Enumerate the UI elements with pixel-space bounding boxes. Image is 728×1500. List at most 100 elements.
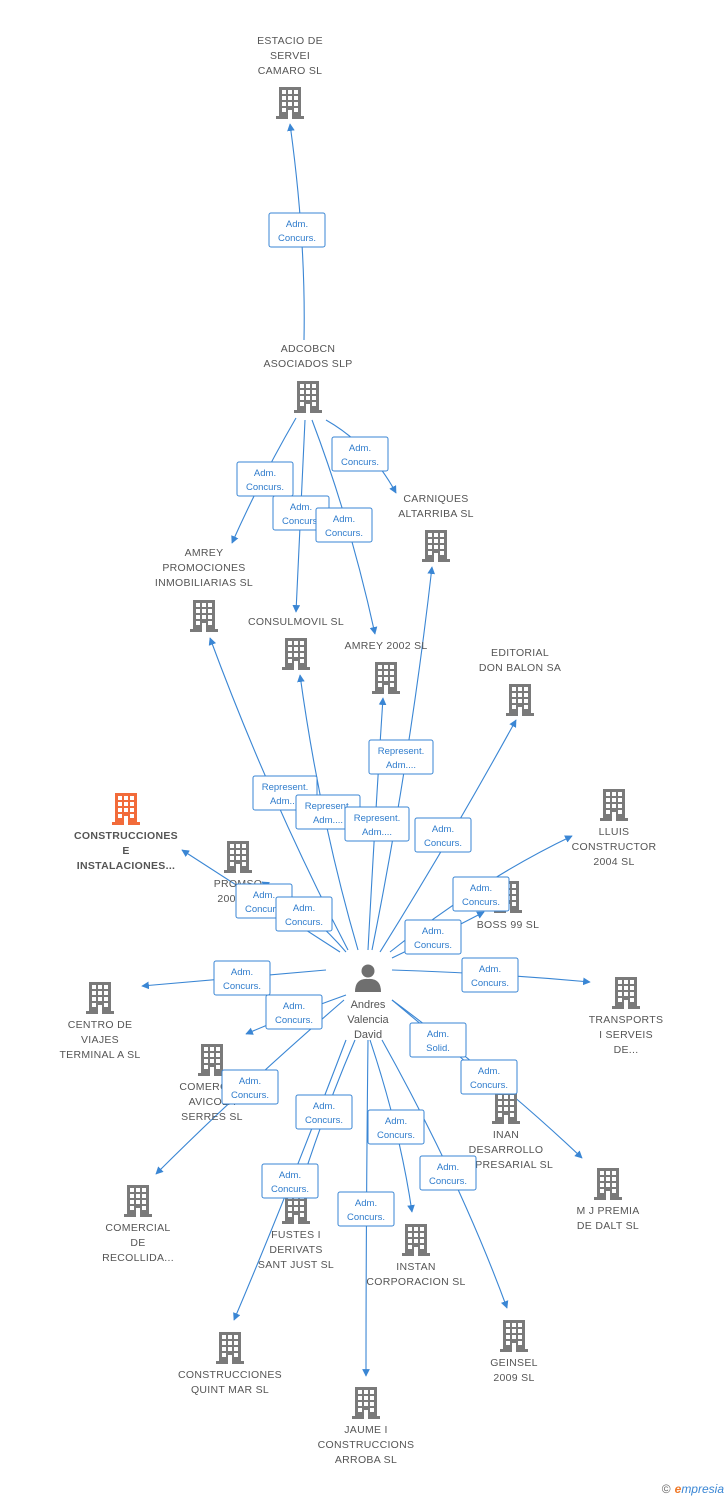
building-icon [216, 1332, 244, 1364]
relation-label-text: Adm. [427, 1029, 449, 1040]
relation-label-box [213, 960, 271, 996]
company-name-line: CONSULMOVIL SL [248, 616, 344, 628]
relation-label-box [295, 1094, 353, 1130]
relation-label-text: Adm. [432, 824, 454, 835]
relation-label-center-geinsel[interactable]: Adm. Concurs. [419, 1155, 477, 1191]
edges-layer [141, 123, 591, 1377]
relation-label-text: Adm.... [362, 827, 392, 838]
relation-label-text: Adm. [290, 502, 312, 513]
relation-label-center-amrey2002[interactable]: Represent.Adm.... [368, 739, 434, 775]
company-name-line: DERIVATS [269, 1244, 322, 1256]
company-node-comercial_recollida[interactable]: COMERCIALDERECOLLIDA... [102, 1185, 174, 1264]
relation-label-adcobcn-carniques[interactable]: Adm.Concurs. [331, 436, 389, 472]
company-node-consulmovil[interactable]: CONSULMOVIL SL [248, 616, 344, 670]
relation-label-text: Adm. [313, 1101, 335, 1112]
company-name-line: 2009 SL [493, 1372, 534, 1384]
company-name-line: CARNIQUES [403, 493, 468, 505]
relation-label-center-quintmar[interactable]: Adm.Concurs. [261, 1163, 319, 1199]
relation-label-box [315, 507, 373, 543]
relation-label-text: Adm. [254, 468, 276, 479]
company-name-line: TERMINAL A SL [59, 1049, 140, 1061]
relation-label-center-inan[interactable]: Adm. Solid. [409, 1022, 467, 1058]
relation-label-text: Adm. [286, 219, 308, 230]
company-node-geinsel[interactable]: GEINSEL 2009 SL [490, 1320, 538, 1384]
relation-label-text: Concurs. [305, 1115, 343, 1126]
relation-label-center-consulmovil[interactable]: Represent.Adm.... [295, 794, 361, 830]
relation-label-center-promso[interactable]: Adm.Concurs. [275, 896, 333, 932]
relation-label-center-editorial[interactable]: Adm.Concurs. [414, 817, 472, 853]
relation-label-adcobcn-amrey2002[interactable]: Adm.Concurs. [315, 507, 373, 543]
company-name-line: CENTRO DE [68, 1019, 133, 1031]
building-icon [352, 1387, 380, 1419]
relation-label-text: Represent. [378, 746, 424, 757]
building-icon [422, 530, 450, 562]
relation-label-text: Concurs. [414, 940, 452, 951]
company-name-line: PROMOCIONES [162, 562, 245, 574]
relation-label-center-carniques[interactable]: Represent.Adm.... [344, 806, 410, 842]
company-node-construcciones_inst[interactable]: CONSTRUCCIONESEINSTALACIONES... [74, 793, 178, 872]
company-name-line: LLUIS [599, 826, 630, 838]
company-name-line: CONSTRUCCIONES [178, 1369, 282, 1381]
relation-label-text: Concurs. [470, 1080, 508, 1091]
company-name-line: FUSTES I [271, 1229, 321, 1241]
company-name-line: QUINT MAR SL [191, 1384, 269, 1396]
company-node-boss99[interactable]: BOSS 99 SL [477, 881, 540, 931]
relation-label-center-instan[interactable]: Adm.Concurs. [367, 1109, 425, 1145]
relation-label-box [221, 1069, 279, 1105]
company-name-line: DE... [614, 1044, 639, 1056]
relation-label-adcobcn-estacio[interactable]: Adm. Concurs. [268, 212, 326, 248]
relation-label-text: Solid. [426, 1043, 450, 1054]
building-icon [372, 662, 400, 694]
relation-label-text: Adm. [437, 1162, 459, 1173]
building-icon [492, 1092, 520, 1124]
company-name-line: E [122, 845, 129, 857]
company-name-line: GEINSEL [490, 1357, 538, 1369]
company-node-quintmar[interactable]: CONSTRUCCIONES QUINT MAR SL [178, 1332, 282, 1396]
person-icon [361, 964, 375, 978]
building-icon [294, 381, 322, 413]
relation-label-text: Concurs. [278, 233, 316, 244]
relation-label-center-jaume[interactable]: Adm.Concurs. [337, 1191, 395, 1227]
building-icon [594, 1168, 622, 1200]
relation-label-text: Concurs. [231, 1090, 269, 1101]
relation-label-text: Adm. [470, 883, 492, 894]
company-name-line: DE DALT SL [577, 1220, 639, 1232]
relation-label-center-boss99[interactable]: Adm.Concurs. [404, 919, 462, 955]
relation-label-text: Concurs. [429, 1176, 467, 1187]
building-icon [112, 793, 140, 825]
building-icon [224, 841, 252, 873]
company-name-line: AMREY [185, 547, 224, 559]
company-name-line: SERVEI [270, 50, 310, 62]
company-name-line: DE [130, 1237, 145, 1249]
relation-label-center-transports[interactable]: Adm.Concurs. [461, 957, 519, 993]
relation-label-adcobcn-amrey_prom[interactable]: Adm.Concurs. [236, 461, 294, 497]
company-name-line: RECOLLIDA... [102, 1252, 174, 1264]
relation-label-center-lluis[interactable]: Adm.Concurs. [452, 876, 510, 912]
relation-label-center-comercial_recollida[interactable]: Adm.Concurs. [221, 1069, 279, 1105]
relation-label-center-mjpremia[interactable]: Adm.Concurs. [460, 1059, 518, 1095]
brand-logo-initial: e [674, 1482, 682, 1496]
relation-label-center-comercial_avicola[interactable]: Adm.Concurs. [265, 994, 323, 1030]
company-node-amrey2002[interactable]: AMREY 2002 SL [344, 640, 427, 694]
company-name-line: CAMARO SL [258, 65, 323, 77]
relation-label-center-centro_viajes[interactable]: Adm.Concurs. [213, 960, 271, 996]
person-name-line: Valencia [347, 1014, 389, 1026]
relation-label-text: Represent. [262, 782, 308, 793]
brand-logo-text: mpresia [681, 1482, 724, 1496]
building-icon [190, 600, 218, 632]
relation-label-center-fustes[interactable]: Adm. Concurs. [295, 1094, 353, 1130]
